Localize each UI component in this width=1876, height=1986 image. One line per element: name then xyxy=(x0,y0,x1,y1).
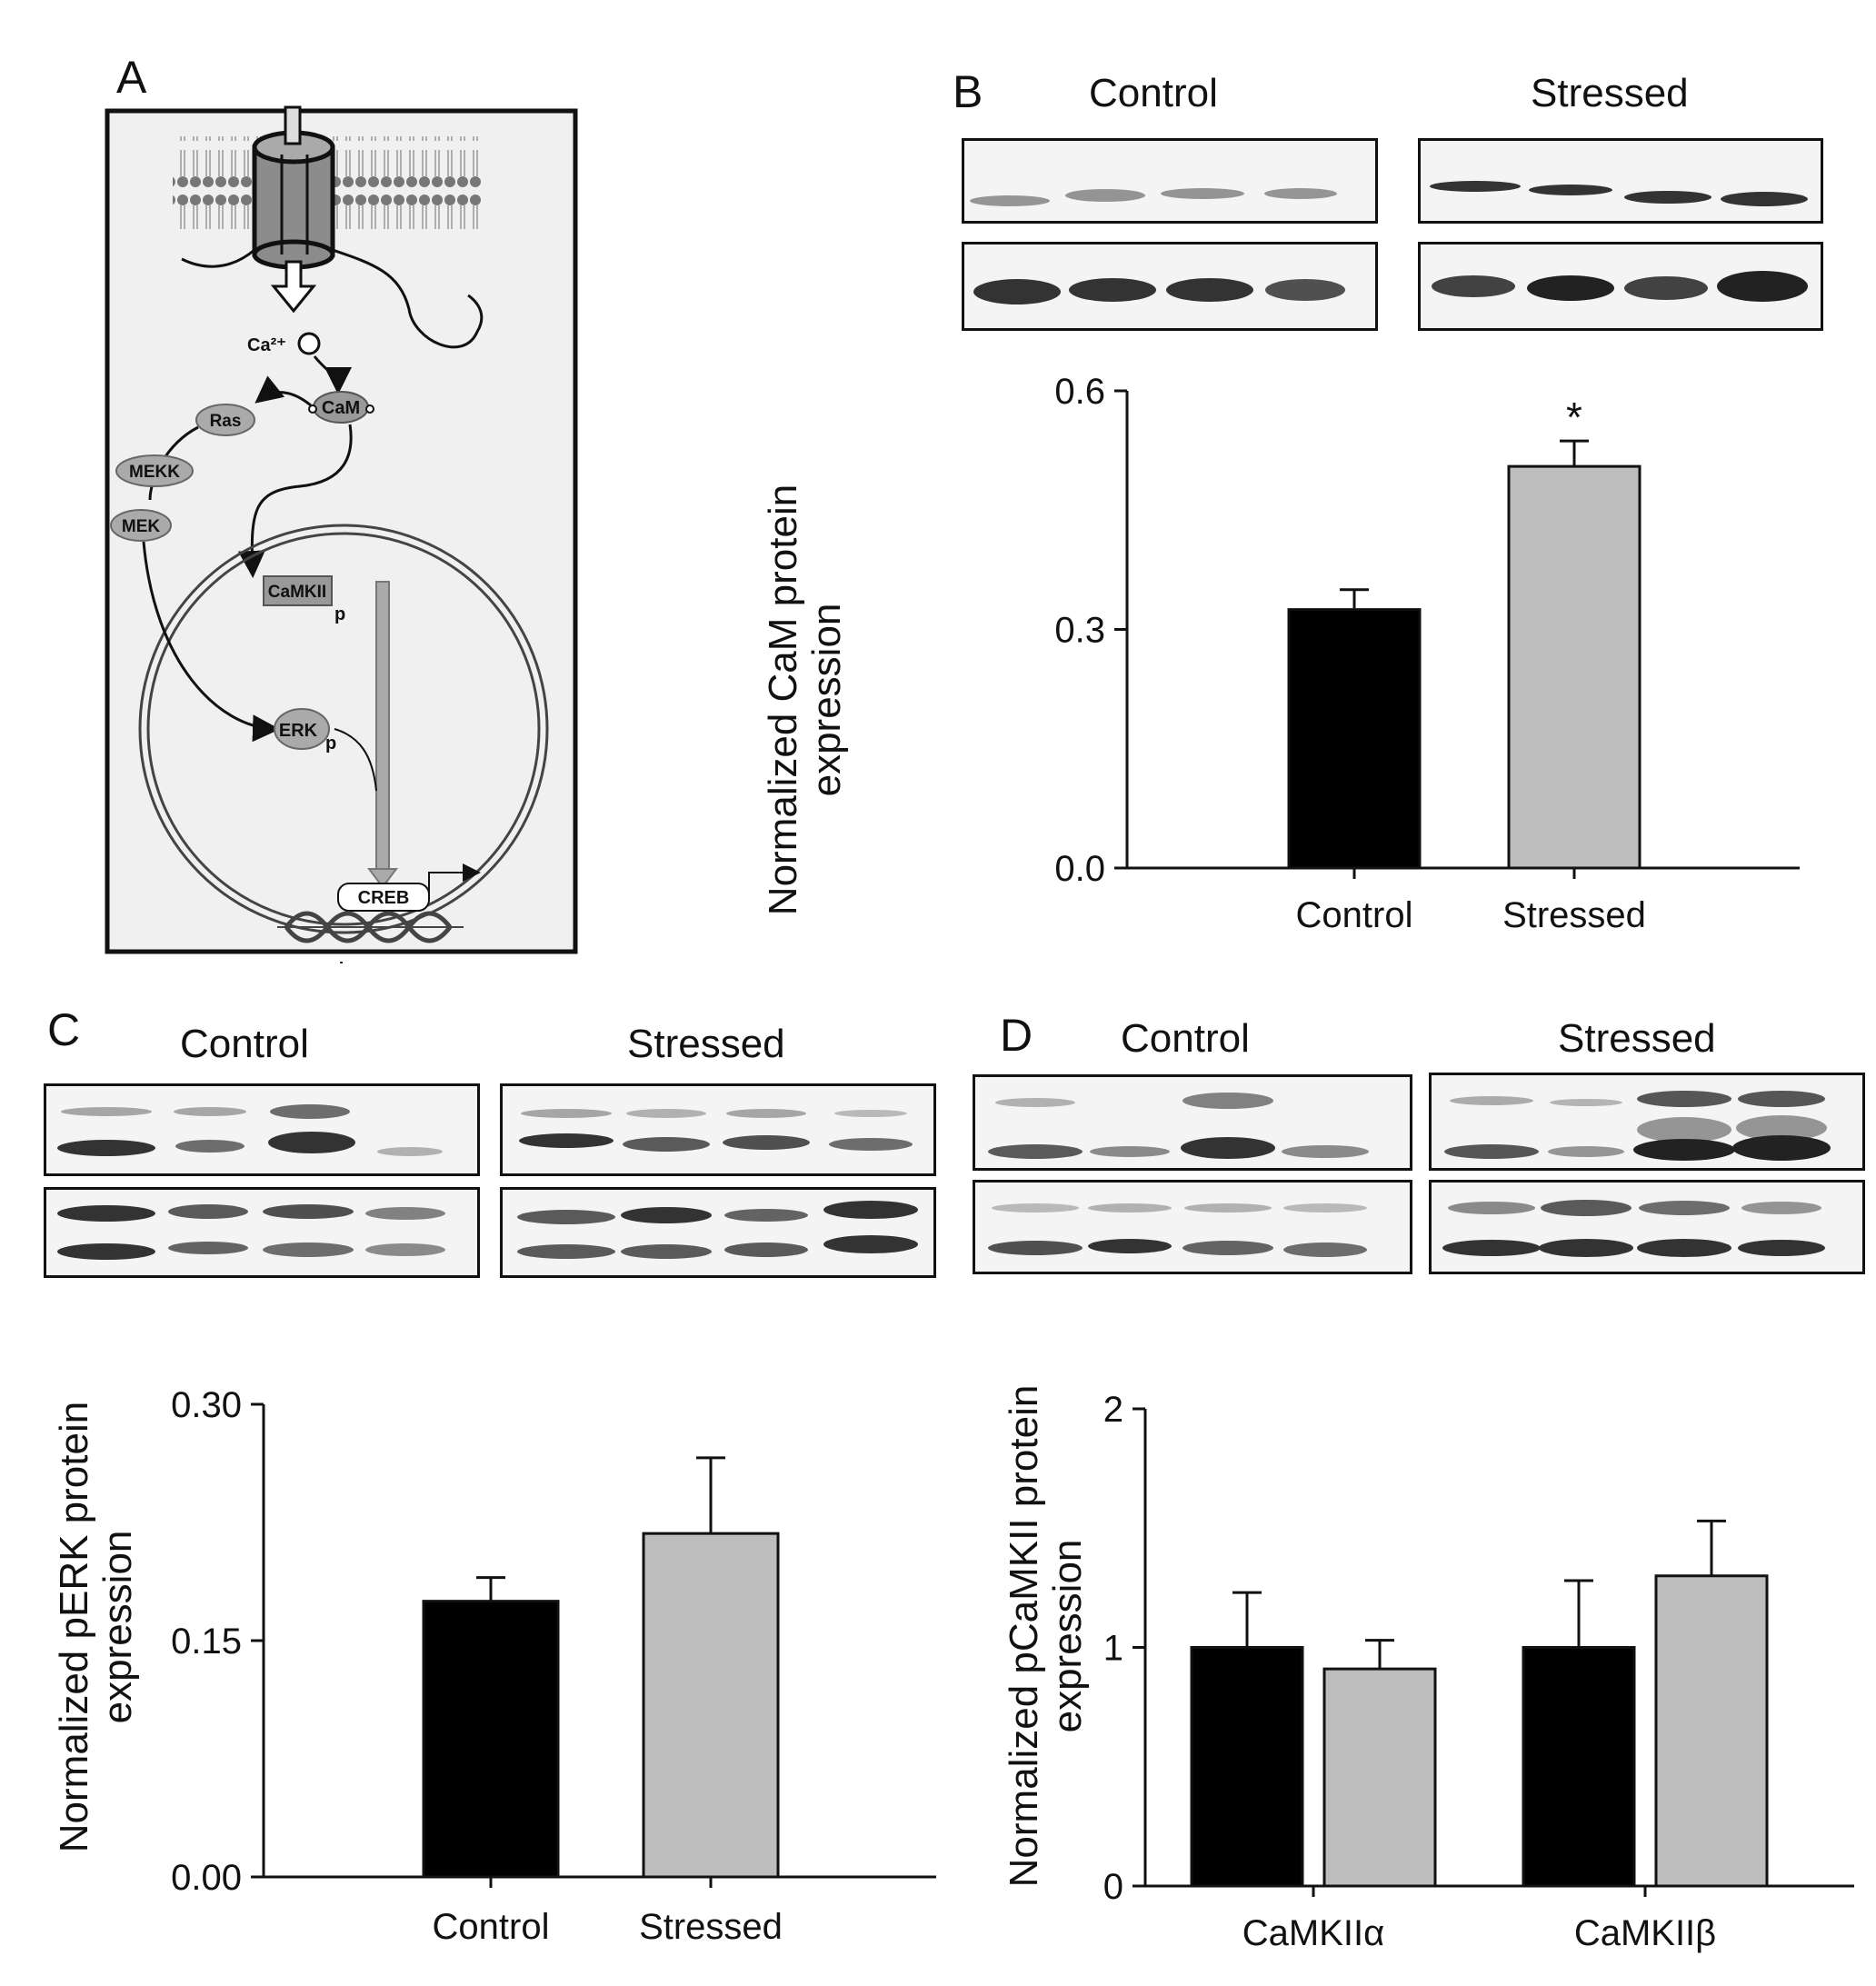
panel-a-letter: A xyxy=(116,52,147,103)
panel-c-blot-control-top xyxy=(44,1083,480,1176)
panel-d-bar-control-1 xyxy=(1522,1646,1636,1888)
ca-label: Ca²⁺ xyxy=(247,335,286,355)
panel-c-category-label: Control xyxy=(433,1907,550,1947)
panel-c-bar-0 xyxy=(422,1600,560,1879)
panel-d-stressed-label: Stressed xyxy=(1558,1016,1716,1061)
panel-c-y-tick-label: 0.15 xyxy=(171,1622,242,1662)
panel-c-y-axis-label: Normalized pERK protein expression xyxy=(52,1345,147,1909)
erk-phospho-label: p xyxy=(325,734,336,753)
panel-b-blot-stressed-bottom xyxy=(1418,242,1823,331)
panel-d-ylabel-line1: Normalized pCaMKII protein xyxy=(1002,1384,1046,1888)
mekk-label: MEKK xyxy=(129,463,180,482)
panel-b-control-label: Control xyxy=(1089,71,1218,115)
cam-label: CaM xyxy=(322,398,360,418)
panel-d-control-label: Control xyxy=(1121,1016,1250,1061)
panel-d-letter: D xyxy=(1000,1010,1033,1061)
panel-d-y-tick-label: 1 xyxy=(1103,1629,1123,1669)
ion-channel xyxy=(252,105,335,270)
panel-c-y-tick-label: 0.00 xyxy=(171,1858,242,1898)
panel-d-blot-control-bottom xyxy=(973,1180,1412,1274)
panel-b-stressed-label: Stressed xyxy=(1531,71,1689,115)
panel-c-category-label: Stressed xyxy=(639,1907,783,1947)
panel-b-ylabel-line1: Normalized CaM protein xyxy=(761,484,805,916)
panel-c-stressed-label: Stressed xyxy=(627,1022,785,1066)
panel-d-category-label: CaMKIIβ xyxy=(1574,1913,1716,1953)
ras-label: Ras xyxy=(210,412,242,431)
panel-c-control-label: Control xyxy=(180,1022,309,1066)
erk-node xyxy=(274,708,330,750)
camkii-phospho-label: p xyxy=(334,604,345,624)
influx-arrow-icon xyxy=(270,260,317,314)
panel-b-y-tick-label: 0.3 xyxy=(1054,611,1105,651)
mek-label: MEK xyxy=(122,517,161,536)
transcription-arrow-icon xyxy=(428,863,481,900)
panel-b-blot-stressed-top xyxy=(1418,138,1823,224)
panel-d-bar-control-0 xyxy=(1190,1646,1304,1888)
dna-icon xyxy=(277,911,464,943)
creb-label: CREB xyxy=(358,888,410,908)
panel-d-blot-stressed-top xyxy=(1429,1073,1865,1171)
erk-label: ERK xyxy=(279,721,318,741)
panel-b-blot-control-top xyxy=(962,138,1378,224)
panel-b-bar-1 xyxy=(1507,464,1642,870)
panel-c-letter: C xyxy=(47,1004,81,1055)
panel-b-blot-control-bottom xyxy=(962,242,1378,331)
mek-node xyxy=(110,509,172,542)
panel-b-letter: B xyxy=(953,66,983,117)
panel-c-blot-control-bottom xyxy=(44,1187,480,1278)
ras-node xyxy=(195,404,255,436)
nucleus-membrane xyxy=(138,524,549,934)
camkii-label: CaMKII xyxy=(268,583,326,602)
panel-d-bar-stressed-0 xyxy=(1322,1667,1437,1888)
panel-b-category-label: Stressed xyxy=(1502,895,1646,935)
panel-c-bar-1 xyxy=(642,1532,780,1879)
panel-b-y-tick-label: 0.0 xyxy=(1054,849,1105,889)
panel-c-ylabel-line2: expression xyxy=(95,1530,140,1724)
panel-b-ylabel-line2: expression xyxy=(804,603,849,797)
panel-d-bar-stressed-1 xyxy=(1654,1574,1769,1888)
panel-b-category-label: Control xyxy=(1296,895,1413,935)
panel-c-ylabel-line1: Normalized pERK protein xyxy=(52,1401,96,1853)
ca-ion xyxy=(297,332,321,355)
panel-c-blot-stressed-top xyxy=(500,1083,936,1176)
panel-b-significance-mark: * xyxy=(1566,394,1582,441)
nucleus-label: nucleus xyxy=(306,960,375,963)
panel-d-category-label: CaMKIIα xyxy=(1242,1913,1384,1953)
signaling-diagram: Ca²⁺ CaM Ras MEKK MEK CaMKII p xyxy=(105,105,578,963)
diagram-frame xyxy=(105,108,578,954)
panel-d-y-tick-label: 2 xyxy=(1103,1390,1123,1430)
panel-d-y-tick-label: 0 xyxy=(1103,1867,1123,1907)
panel-b-bar-0 xyxy=(1287,608,1422,870)
panel-c-blot-stressed-bottom xyxy=(500,1187,936,1278)
panel-d-blot-stressed-bottom xyxy=(1429,1180,1865,1274)
camkii-node xyxy=(263,575,333,606)
panel-b-y-tick-label: 0.6 xyxy=(1054,372,1105,412)
panel-b-y-axis-label: Normalized CaM protein expression xyxy=(761,400,856,1000)
panel-c-y-tick-label: 0.30 xyxy=(171,1385,242,1425)
mekk-node xyxy=(115,454,194,487)
panel-d-blot-control-top xyxy=(973,1074,1412,1171)
